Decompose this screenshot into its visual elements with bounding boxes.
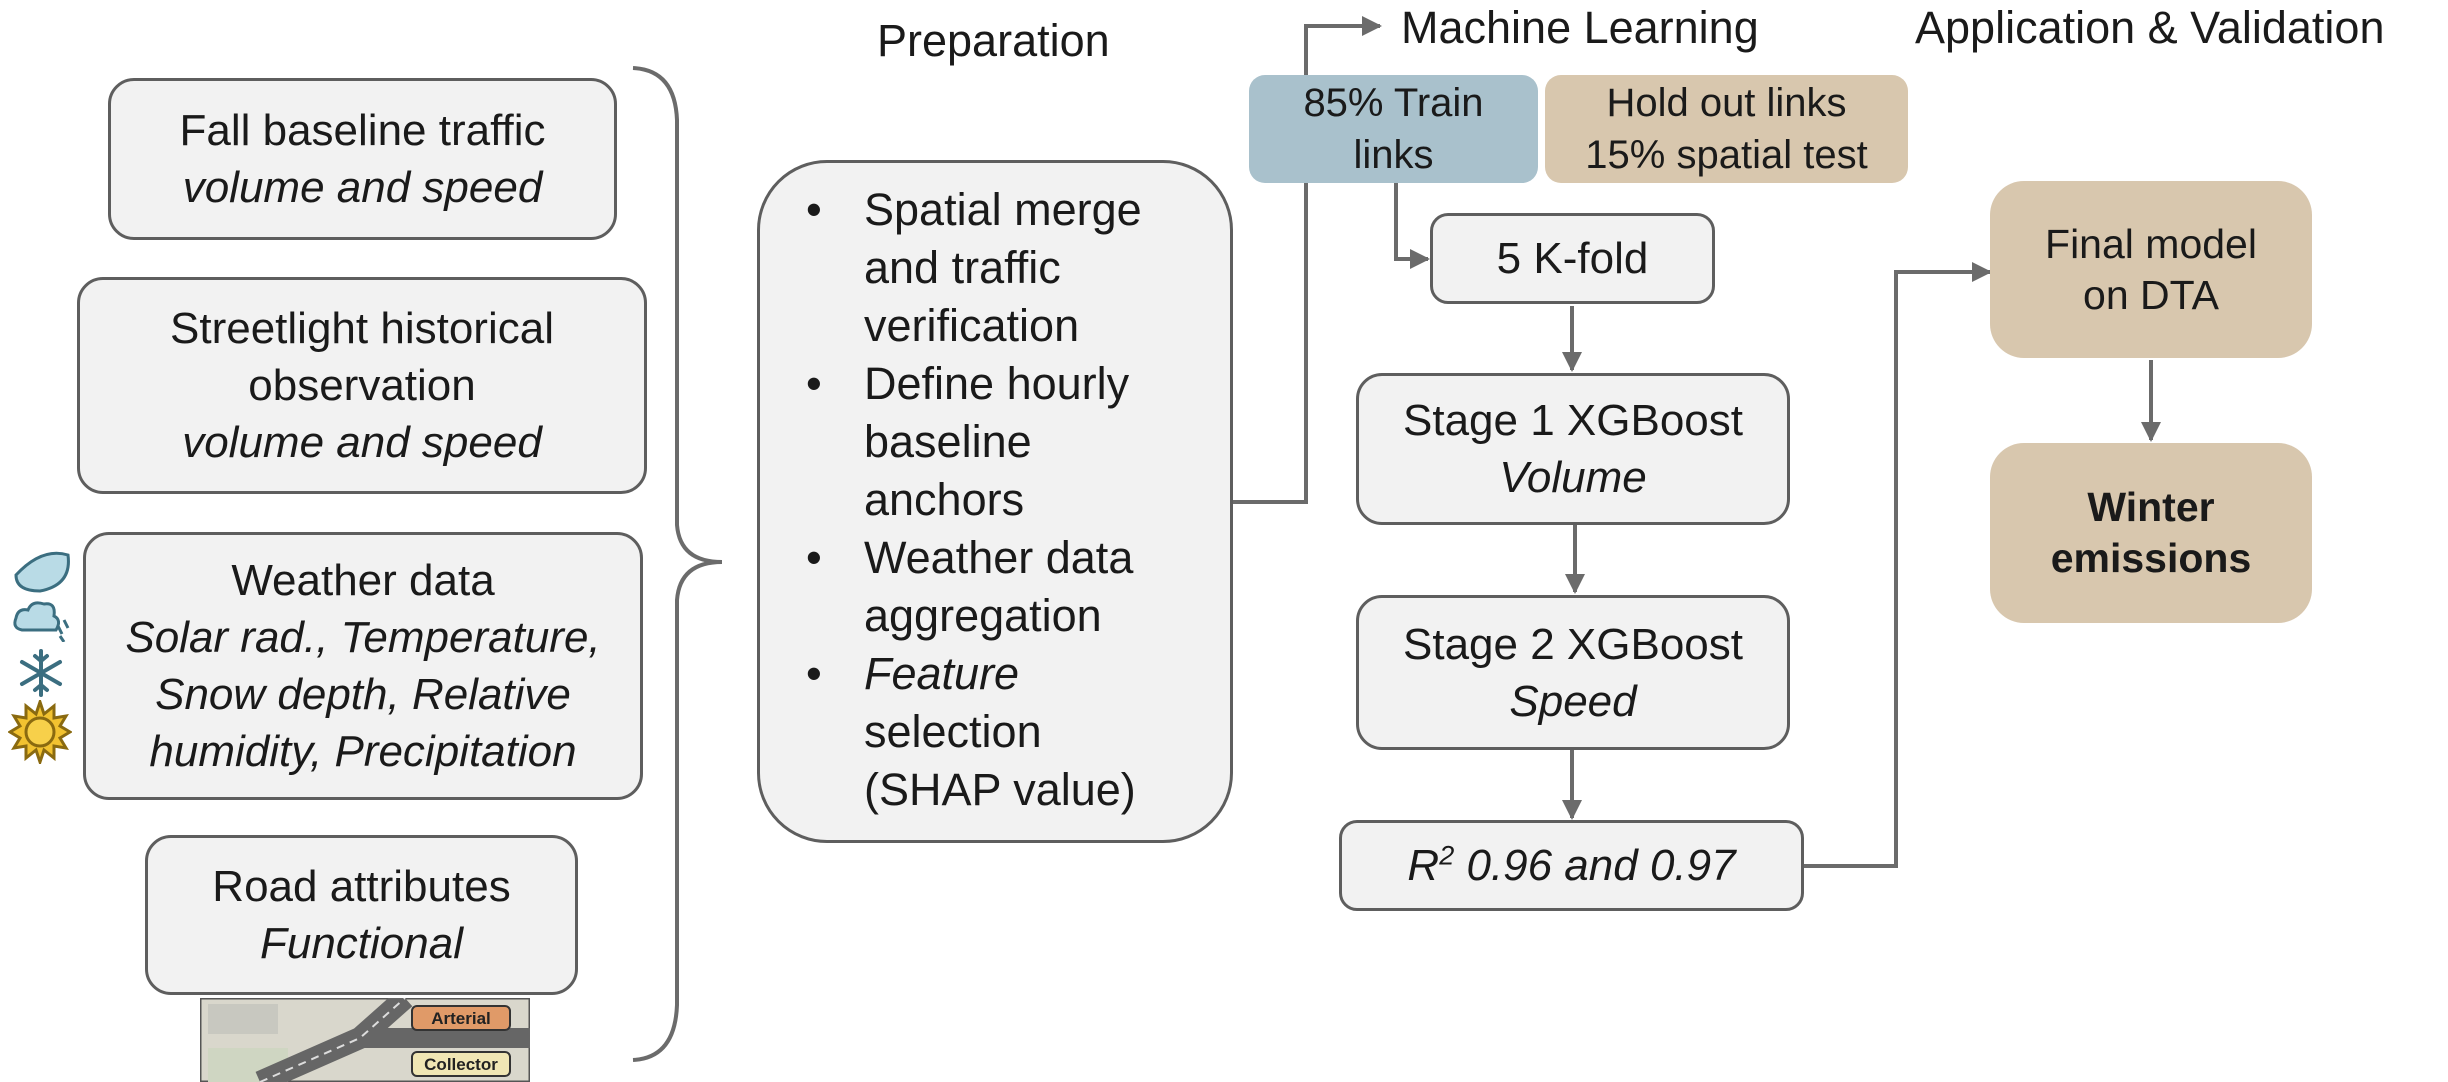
train-to-kfold-arrow bbox=[1394, 183, 1430, 269]
r2-to-final-arrow bbox=[1804, 262, 1992, 868]
r2-text: R2 0.96 and 0.97 bbox=[1407, 840, 1736, 890]
weather-line-2: Snow depth, Relative bbox=[155, 670, 571, 719]
road-map-label-collector: Collector bbox=[424, 1055, 498, 1074]
application-header: Application & Validation bbox=[1915, 2, 2385, 53]
input-brace bbox=[632, 66, 723, 1062]
weather-line-3: humidity, Precipitation bbox=[149, 727, 577, 776]
preparation-list: Spatial merge and traffic verification D… bbox=[798, 181, 1142, 819]
droplet-icon bbox=[14, 551, 70, 593]
weather-box: Weather data Solar rad., Temperature, Sn… bbox=[83, 532, 643, 800]
streetlight-title-1: Streetlight historical bbox=[170, 304, 554, 353]
prep-to-ml-arrow bbox=[1233, 16, 1382, 504]
road-title: Road attributes bbox=[212, 862, 511, 911]
prep-item-spatial-merge: Spatial merge and traffic verification bbox=[798, 181, 1142, 355]
train-links-tag: 85% Train links bbox=[1249, 75, 1538, 183]
sun-icon bbox=[8, 700, 72, 764]
preparation-header: Preparation bbox=[877, 15, 1110, 66]
weather-line-1: Solar rad., Temperature, bbox=[125, 613, 601, 662]
road-subtitle: Functional bbox=[259, 919, 463, 968]
fall-baseline-title: Fall baseline traffic bbox=[179, 106, 546, 155]
machine-learning-header: Machine Learning bbox=[1401, 2, 1759, 53]
stage2-box: Stage 2 XGBoost Speed bbox=[1356, 595, 1790, 750]
prep-item-feature-selection: Feature selection (SHAP value) bbox=[798, 645, 1142, 819]
snowflake-icon bbox=[20, 649, 62, 697]
prep-item-weather-aggregation: Weather data aggregation bbox=[798, 529, 1142, 645]
fall-baseline-box: Fall baseline traffic volume and speed bbox=[108, 78, 617, 240]
road-map-label-arterial: Arterial bbox=[431, 1009, 491, 1028]
stage2-subtitle: Speed bbox=[1509, 676, 1637, 726]
stage2-title: Stage 2 XGBoost bbox=[1403, 619, 1743, 669]
stage1-subtitle: Volume bbox=[1499, 453, 1647, 502]
rain-cloud-icon bbox=[13, 601, 70, 642]
winter-emissions-box: Winter emissions bbox=[1990, 443, 2312, 623]
weather-title: Weather data bbox=[231, 556, 495, 605]
stage1-title: Stage 1 XGBoost bbox=[1403, 396, 1743, 445]
holdout-links-tag: Hold out links 15% spatial test bbox=[1545, 75, 1908, 183]
road-map-image: Arterial Collector bbox=[200, 998, 530, 1082]
final-model-box: Final model on DTA bbox=[1990, 181, 2312, 358]
stage1-box: Stage 1 XGBoost Volume bbox=[1356, 373, 1790, 525]
fall-baseline-subtitle: volume and speed bbox=[182, 163, 543, 212]
prep-item-hourly-baseline: Define hourly baseline anchors bbox=[798, 355, 1142, 529]
r2-box: R2 0.96 and 0.97 bbox=[1339, 820, 1804, 911]
streetlight-box: Streetlight historical observation volum… bbox=[77, 277, 647, 494]
road-attributes-box: Road attributes Functional bbox=[145, 835, 578, 995]
kfold-box: 5 K-fold bbox=[1430, 213, 1715, 304]
preparation-box: Spatial merge and traffic verification D… bbox=[757, 160, 1233, 843]
streetlight-title-2: observation bbox=[248, 361, 476, 410]
streetlight-subtitle: volume and speed bbox=[182, 418, 542, 467]
